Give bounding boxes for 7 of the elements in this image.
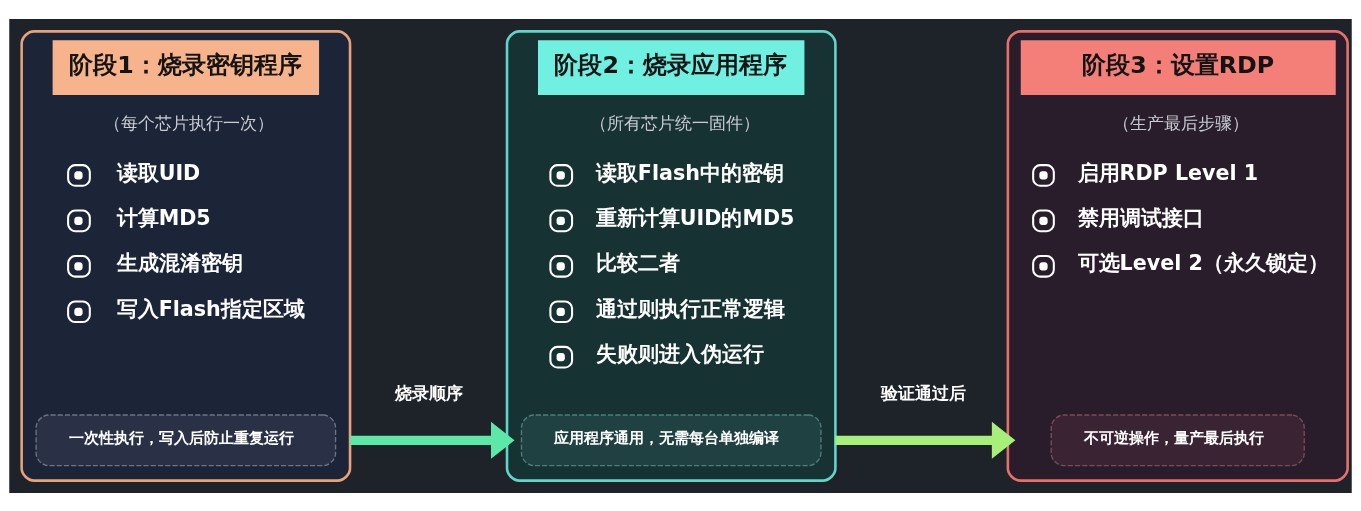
edge-label: 验证通过后 [881, 383, 967, 403]
node-box: 不可逆操作，量产最后执行 [1050, 413, 1305, 466]
node-box: 一次性执行，写入后防止重复运行 [35, 413, 337, 466]
edge-label: 烧录顺序 [395, 383, 464, 403]
node-box: 应用程序通用，无需每台单独编译 [520, 413, 822, 466]
arrow [835, 421, 1016, 459]
arrow [350, 421, 515, 459]
